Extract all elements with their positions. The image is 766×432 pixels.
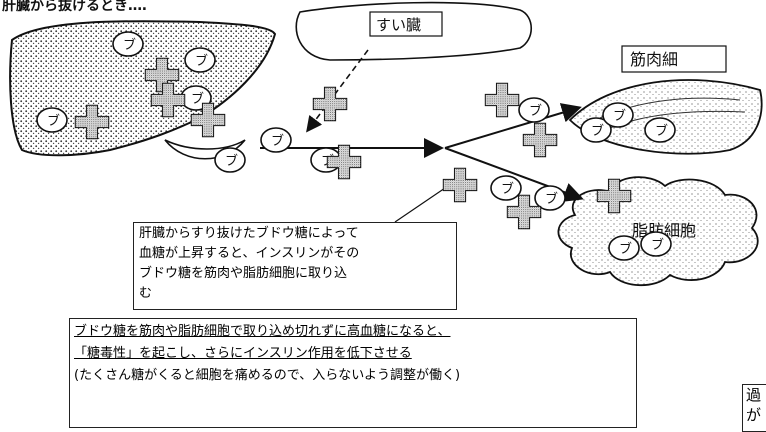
note-leader-line	[394, 185, 449, 223]
pancreas-label-box	[369, 11, 443, 37]
glucose-circle	[260, 127, 292, 153]
glucose-circle	[608, 235, 640, 261]
note-box-2: ブドウ糖を筋肉や脂肪細胞で取り込め切れずに高血糖になると、 「糖毒性」を起こし、…	[69, 318, 637, 428]
glucose-label: ブ	[619, 241, 632, 257]
note1-line-1: 肝臓からすり抜けたブドウ糖によって	[139, 226, 359, 241]
insulin-cross	[74, 104, 110, 140]
insulin-cross	[506, 194, 542, 230]
insulin-cross	[596, 178, 632, 214]
insulin-cross	[442, 167, 478, 203]
corner-note-box: 過 が	[742, 384, 766, 432]
header-partial-text: 肝臓から抜けるとき‥‥	[2, 0, 147, 14]
glucose-circle	[534, 185, 566, 211]
pancreas-label: すい臓	[376, 16, 421, 34]
muscle-cell-shape	[568, 79, 763, 155]
flow-arrow-muscle	[444, 103, 582, 149]
glucose-circle	[184, 47, 216, 73]
note1-line-2: 血糖が上昇すると、インスリンがその	[139, 246, 360, 261]
glucose-circle	[214, 147, 246, 173]
note1-line-3: ブドウ糖を筋肉や脂肪細胞に取り込	[139, 266, 348, 281]
muscle-label-box	[621, 45, 727, 73]
corner-line-2: が	[746, 406, 762, 424]
note-box-1: 肝臓からすり抜けたブドウ糖によって 血糖が上昇すると、インスリンがその ブドウ糖…	[133, 222, 457, 310]
glucose-label: ブ	[651, 237, 664, 253]
insulin-cross	[150, 82, 186, 118]
insulin-cross	[326, 144, 362, 180]
insulin-cross	[190, 102, 226, 138]
glucose-label: ブ	[501, 181, 514, 197]
glucose-circle	[112, 31, 144, 57]
insulin-layer	[74, 57, 632, 230]
glucose-circle	[36, 107, 68, 133]
glucose-label: ブ	[545, 191, 558, 207]
note2-line-3: (たくさん糖がくると細胞を痛めるので、入らないよう調整が働く)	[74, 368, 461, 383]
pancreas-insulin-dashed-line	[306, 49, 369, 133]
glucose-layer: ブブブブブブブブブブブブブブブ	[36, 31, 676, 261]
glucose-circle	[518, 97, 550, 123]
note2-line-2: 「糖毒性」を起こし、さらにインスリン作用を低下させる	[74, 346, 412, 361]
glucose-label: ブ	[47, 113, 60, 129]
glucose-circle	[640, 231, 672, 257]
insulin-cross	[484, 82, 520, 118]
glucose-circle	[580, 117, 612, 143]
glucose-label: ブ	[613, 108, 626, 124]
glucose-circle	[644, 117, 676, 143]
glucose-label: ブ	[529, 103, 542, 119]
glucose-circle	[490, 175, 522, 201]
muscle-label: 筋肉細	[630, 50, 678, 69]
glucose-label: ブ	[271, 133, 284, 149]
corner-line-1: 過	[746, 386, 762, 404]
glucose-label: ブ	[225, 153, 238, 169]
note2-line-1: ブドウ糖を筋肉や脂肪細胞で取り込め切れずに高血糖になると、	[74, 324, 451, 339]
insulin-cross	[312, 86, 348, 122]
glucose-circle	[602, 102, 634, 128]
glucose-label: ブ	[191, 91, 204, 107]
glucose-label: ブ	[655, 123, 668, 139]
glucose-label: ブ	[123, 37, 136, 53]
insulin-cross	[522, 122, 558, 158]
note1-line-4: む	[139, 286, 153, 301]
glucose-label: ブ	[195, 53, 208, 69]
glucose-label: ブ	[591, 123, 604, 139]
